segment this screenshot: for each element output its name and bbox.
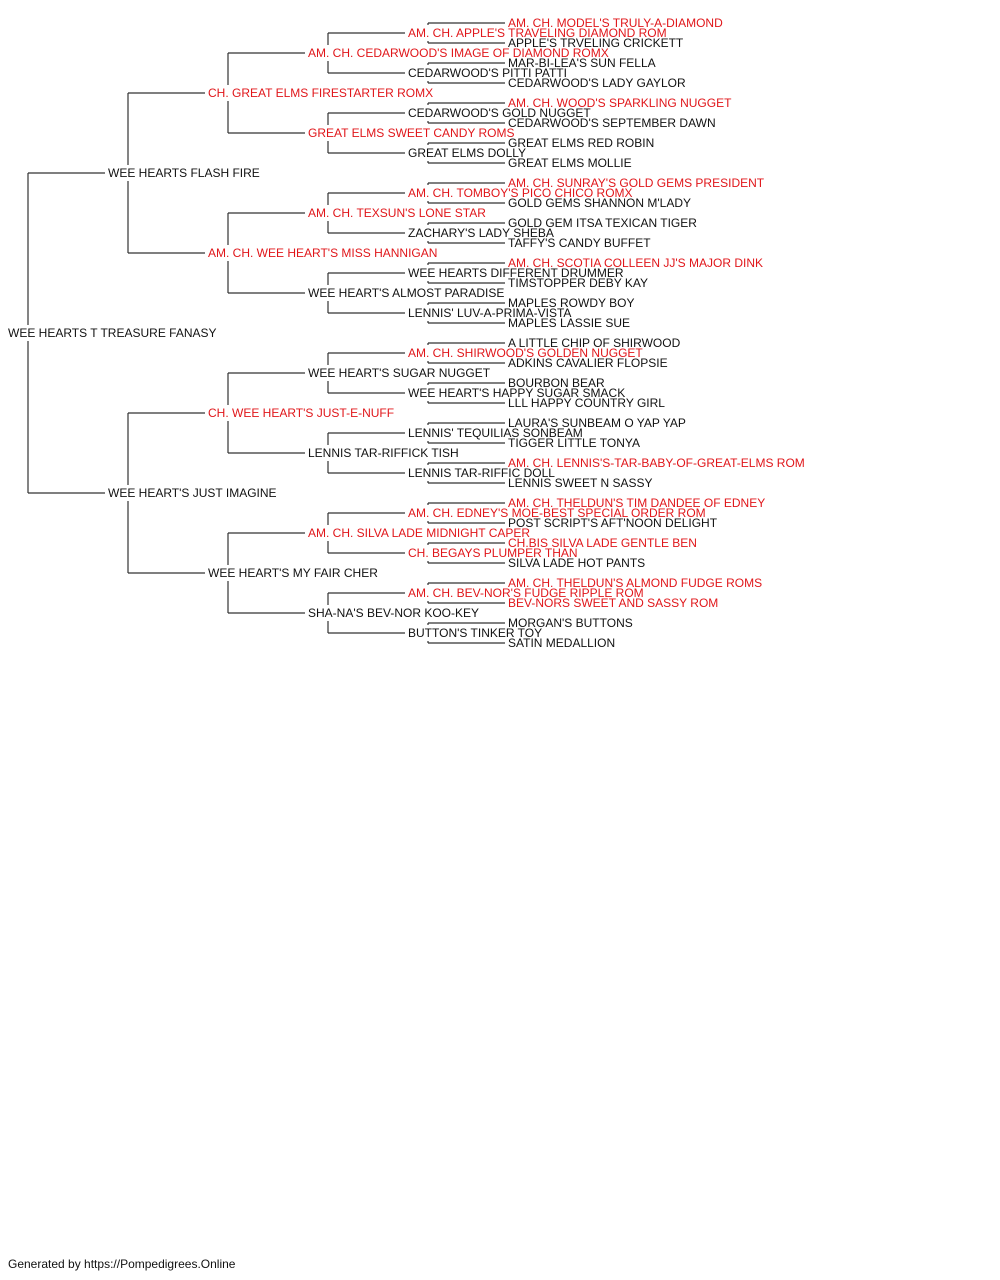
- pedigree-node-gen4-2: CEDARWOOD'S GOLD NUGGET: [408, 106, 591, 120]
- pedigree-node-gen5-5: CEDARWOOD'S SEPTEMBER DAWN: [508, 116, 716, 130]
- pedigree-node-gen5-26: CH.BIS SILVA LADE GENTLE BEN: [508, 536, 697, 550]
- pedigree-node-gen5-11: TAFFY'S CANDY BUFFET: [508, 236, 651, 250]
- pedigree-node-gen5-4: AM. CH. WOOD'S SPARKLING NUGGET: [508, 96, 732, 110]
- pedigree-node-gen4-6: WEE HEARTS DIFFERENT DRUMMER: [408, 266, 624, 280]
- pedigree-node-gen3-2: AM. CH. TEXSUN'S LONE STAR: [308, 206, 486, 220]
- pedigree-node-gen5-9: GOLD GEMS SHANNON M'LADY: [508, 196, 691, 210]
- pedigree-node-gen4-12: AM. CH. EDNEY'S MOE-BEST SPECIAL ORDER R…: [408, 506, 706, 520]
- pedigree-node-gen2-0: CH. GREAT ELMS FIRESTARTER ROMX: [208, 86, 434, 100]
- pedigree-node-gen5-17: ADKINS CAVALIER FLOPSIE: [508, 356, 668, 370]
- pedigree-node-gen3-6: AM. CH. SILVA LADE MIDNIGHT CAPER: [308, 526, 531, 540]
- pedigree-node-gen3-3: WEE HEART'S ALMOST PARADISE: [308, 286, 505, 300]
- pedigree-node-gen5-13: TIMSTOPPER DEBY KAY: [508, 276, 649, 290]
- pedigree-node-gen4-4: AM. CH. TOMBOY'S PICO CHICO ROMX: [408, 186, 633, 200]
- pedigree-node-gen4-7: LENNIS' LUV-A-PRIMA-VISTA: [408, 306, 572, 320]
- pedigree-node-gen3-4: WEE HEART'S SUGAR NUGGET: [308, 366, 491, 380]
- pedigree-node-gen4-8: AM. CH. SHIRWOOD'S GOLDEN NUGGET: [408, 346, 643, 360]
- pedigree-node-gen5-10: GOLD GEM ITSA TEXICAN TIGER: [508, 216, 697, 230]
- pedigree-node-gen1-0: WEE HEARTS FLASH FIRE: [108, 166, 260, 180]
- pedigree-node-gen5-30: MORGAN'S BUTTONS: [508, 616, 633, 630]
- pedigree-node-gen5-20: LAURA'S SUNBEAM O YAP YAP: [508, 416, 686, 430]
- pedigree-node-gen2-2: CH. WEE HEART'S JUST-E-NUFF: [208, 406, 395, 420]
- pedigree-node-gen4-11: LENNIS TAR-RIFFIC DOLL: [408, 466, 555, 480]
- pedigree-node-gen2-1: AM. CH. WEE HEART'S MISS HANNIGAN: [208, 246, 438, 260]
- pedigree-node-gen3-7: SHA-NA'S BEV-NOR KOO-KEY: [308, 606, 479, 620]
- pedigree-node-gen5-21: TIGGER LITTLE TONYA: [508, 436, 641, 450]
- pedigree-node-gen5-23: LENNIS SWEET N SASSY: [508, 476, 653, 490]
- pedigree-node-gen1-1: WEE HEART'S JUST IMAGINE: [108, 486, 277, 500]
- pedigree-node-gen5-0: AM. CH. MODEL'S TRULY-A-DIAMOND: [508, 16, 723, 30]
- pedigree-node-gen5-16: A LITTLE CHIP OF SHIRWOOD: [508, 336, 681, 350]
- pedigree-node-gen4-5: ZACHARY'S LADY SHEBA: [408, 226, 554, 240]
- pedigree-node-gen4-10: LENNIS' TEQUILIAS SONBEAM: [408, 426, 583, 440]
- pedigree-node-gen5-2: MAR-BI-LEA'S SUN FELLA: [508, 56, 656, 70]
- pedigree-node-gen5-12: AM. CH. SCOTIA COLLEEN JJ'S MAJOR DINK: [508, 256, 763, 270]
- pedigree-node-gen5-22: AM. CH. LENNIS'S-TAR-BABY-OF-GREAT-ELMS …: [508, 456, 805, 470]
- pedigree-node-gen3-1: GREAT ELMS SWEET CANDY ROMS: [308, 126, 515, 140]
- pedigree-node-gen5-6: GREAT ELMS RED ROBIN: [508, 136, 655, 150]
- pedigree-node-gen5-1: APPLE'S TRVELING CRICKETT: [508, 36, 684, 50]
- pedigree-node-gen3-5: LENNIS TAR-RIFFICK TISH: [308, 446, 459, 460]
- pedigree-node-gen4-15: BUTTON'S TINKER TOY: [408, 626, 543, 640]
- pedigree-node-gen5-14: MAPLES ROWDY BOY: [508, 296, 635, 310]
- pedigree-node-gen2-3: WEE HEART'S MY FAIR CHER: [208, 566, 378, 580]
- pedigree-node-gen5-8: AM. CH. SUNRAY'S GOLD GEMS PRESIDENT: [508, 176, 765, 190]
- footer-credit: Generated by https://Pompedigrees.Online: [8, 1257, 236, 1271]
- pedigree-node-gen0-0: WEE HEARTS T TREASURE FANASY: [8, 326, 217, 340]
- pedigree-node-gen4-1: CEDARWOOD'S PITTI PATTI: [408, 66, 567, 80]
- pedigree-node-gen5-24: AM. CH. THELDUN'S TIM DANDEE OF EDNEY: [508, 496, 766, 510]
- pedigree-node-gen4-13: CH. BEGAYS PLUMPER THAN: [408, 546, 578, 560]
- pedigree-node-gen5-3: CEDARWOOD'S LADY GAYLOR: [508, 76, 686, 90]
- pedigree-node-gen4-3: GREAT ELMS DOLLY: [408, 146, 527, 160]
- pedigree-node-gen5-15: MAPLES LASSIE SUE: [508, 316, 631, 330]
- pedigree-node-gen5-27: SILVA LADE HOT PANTS: [508, 556, 646, 570]
- pedigree-node-gen5-28: AM. CH. THELDUN'S ALMOND FUDGE ROMS: [508, 576, 763, 590]
- pedigree-node-gen5-25: POST SCRIPT'S AFT'NOON DELIGHT: [508, 516, 718, 530]
- pedigree-node-gen3-0: AM. CH. CEDARWOOD'S IMAGE OF DIAMOND ROM…: [308, 46, 609, 60]
- pedigree-node-gen4-0: AM. CH. APPLE'S TRAVELING DIAMOND ROM: [408, 26, 667, 40]
- pedigree-node-gen5-18: BOURBON BEAR: [508, 376, 605, 390]
- pedigree-node-gen5-19: LLL HAPPY COUNTRY GIRL: [508, 396, 665, 410]
- pedigree-node-gen4-9: WEE HEART'S HAPPY SUGAR SMACK: [408, 386, 626, 400]
- pedigree-node-gen5-29: BEV-NORS SWEET AND SASSY ROM: [508, 596, 719, 610]
- pedigree-node-gen5-7: GREAT ELMS MOLLIE: [508, 156, 632, 170]
- pedigree-node-gen4-14: AM. CH. BEV-NOR'S FUDGE RIPPLE ROM: [408, 586, 644, 600]
- pedigree-node-gen5-31: SATIN MEDALLION: [508, 636, 616, 650]
